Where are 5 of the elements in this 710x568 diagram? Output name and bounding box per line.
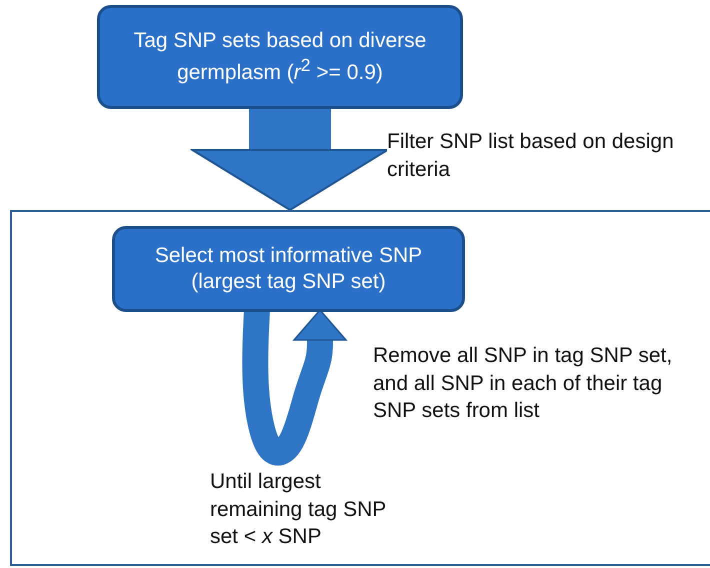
loop-arrow	[242, 309, 347, 466]
block-arrow	[192, 109, 388, 211]
process-box: Select most informative SNP (largest tag SNP set)	[112, 226, 465, 312]
process-box: Tag SNP sets based on diverse germplasm (r$^{2}$ >= 0.9)	[97, 5, 463, 109]
note-text: Until largest remaining tag SNP set < x SNP	[210, 469, 387, 550]
